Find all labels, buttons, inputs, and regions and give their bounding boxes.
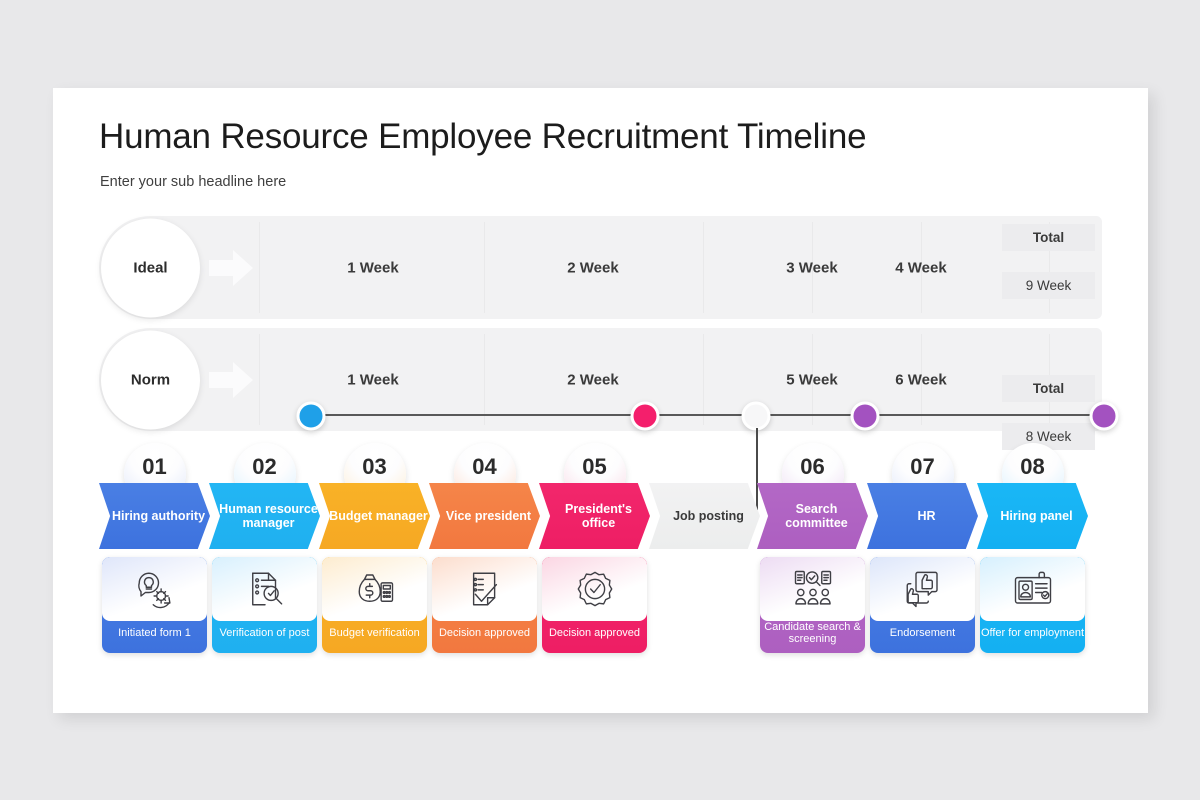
timeline-marker-dot[interactable] [850,401,880,430]
step-chevron[interactable]: Budget manager [319,483,430,549]
step-card[interactable]: Endorsement [870,557,975,653]
step-card-label: Offer for employment [980,626,1085,639]
timeline-row-ideal: Ideal 1 Week 2 Week 3 Week 4 Week Total 9 Week [99,216,1102,319]
divider [921,334,922,425]
divider [484,334,485,425]
idea-gear-icon [102,557,207,621]
row-dividers [99,216,1102,319]
divider [703,334,704,425]
timeline-marker-dot[interactable] [741,401,771,430]
divider [1049,222,1050,313]
step-card[interactable]: Decision approved [432,557,537,653]
total-label: Total [1002,224,1095,251]
week-label: 4 Week [895,259,947,276]
total-value: 9 Week [1002,272,1095,299]
step-chevron[interactable]: Search committee [757,483,868,549]
step-chevron[interactable]: Job posting [649,483,760,549]
divider [812,334,813,425]
job-posting-connector-line [756,428,758,510]
step-card[interactable]: Offer for employment [980,557,1085,653]
id-card-icon [980,557,1085,621]
step-card-label: Endorsement [889,626,956,639]
step-card[interactable]: Candidate search & screening [760,557,865,653]
step-chevron[interactable]: Human resource manager [209,483,320,549]
arrow-right-icon [209,360,253,400]
timeline-axis [99,401,1119,510]
document-search-icon [212,557,317,621]
step-card-label: Verification of post [219,626,310,639]
week-label: 6 Week [895,371,947,388]
document-check-icon [432,557,537,621]
divider [703,222,704,313]
step-card-label: Decision approved [438,626,531,639]
step-card-label: Decision approved [548,626,641,639]
step-chevron[interactable]: HR [867,483,978,549]
week-label: 1 Week [347,371,399,388]
step-job-posting[interactable]: Job posting [649,443,760,658]
week-label: 2 Week [567,259,619,276]
page-subtitle: Enter your sub headline here [100,174,287,190]
presentation-slide: Human Resource Employee Recruitment Time… [53,88,1148,713]
divider [259,334,260,425]
step-chevron[interactable]: President's office [539,483,650,549]
step-card[interactable]: Initiated form 1 [102,557,207,653]
candidate-screening-icon [760,557,865,621]
week-label: 3 Week [786,259,838,276]
divider [921,222,922,313]
week-label: 5 Week [786,371,838,388]
step-chevron[interactable]: Vice president [429,483,540,549]
step-card[interactable]: Budget verification [322,557,427,653]
divider [259,222,260,313]
week-label: 1 Week [347,259,399,276]
divider [812,222,813,313]
divider [484,222,485,313]
arrow-right-icon [209,248,253,288]
timeline-marker-dot[interactable] [630,401,660,430]
step-card-label: Budget verification [329,626,420,639]
badge-check-icon [542,557,647,621]
step-card-label: Candidate search & screening [764,620,861,645]
step-card[interactable]: Verification of post [212,557,317,653]
timeline-marker-dot[interactable] [296,401,326,430]
step-chevron[interactable]: Hiring panel [977,483,1088,549]
step-card-label: Initiated form 1 [118,626,191,639]
step-chevron[interactable]: Hiring authority [99,483,210,549]
thumbs-up-icon [870,557,975,621]
axis-line [311,414,1104,416]
money-calculator-icon [322,557,427,621]
timeline-marker-dot[interactable] [1089,401,1119,430]
role-circle-norm: Norm [101,330,200,429]
total-label: Total [1002,375,1095,402]
week-label: 2 Week [567,371,619,388]
step-card[interactable]: Decision approved [542,557,647,653]
role-circle-ideal: Ideal [101,218,200,317]
page-title: Human Resource Employee Recruitment Time… [99,117,867,156]
